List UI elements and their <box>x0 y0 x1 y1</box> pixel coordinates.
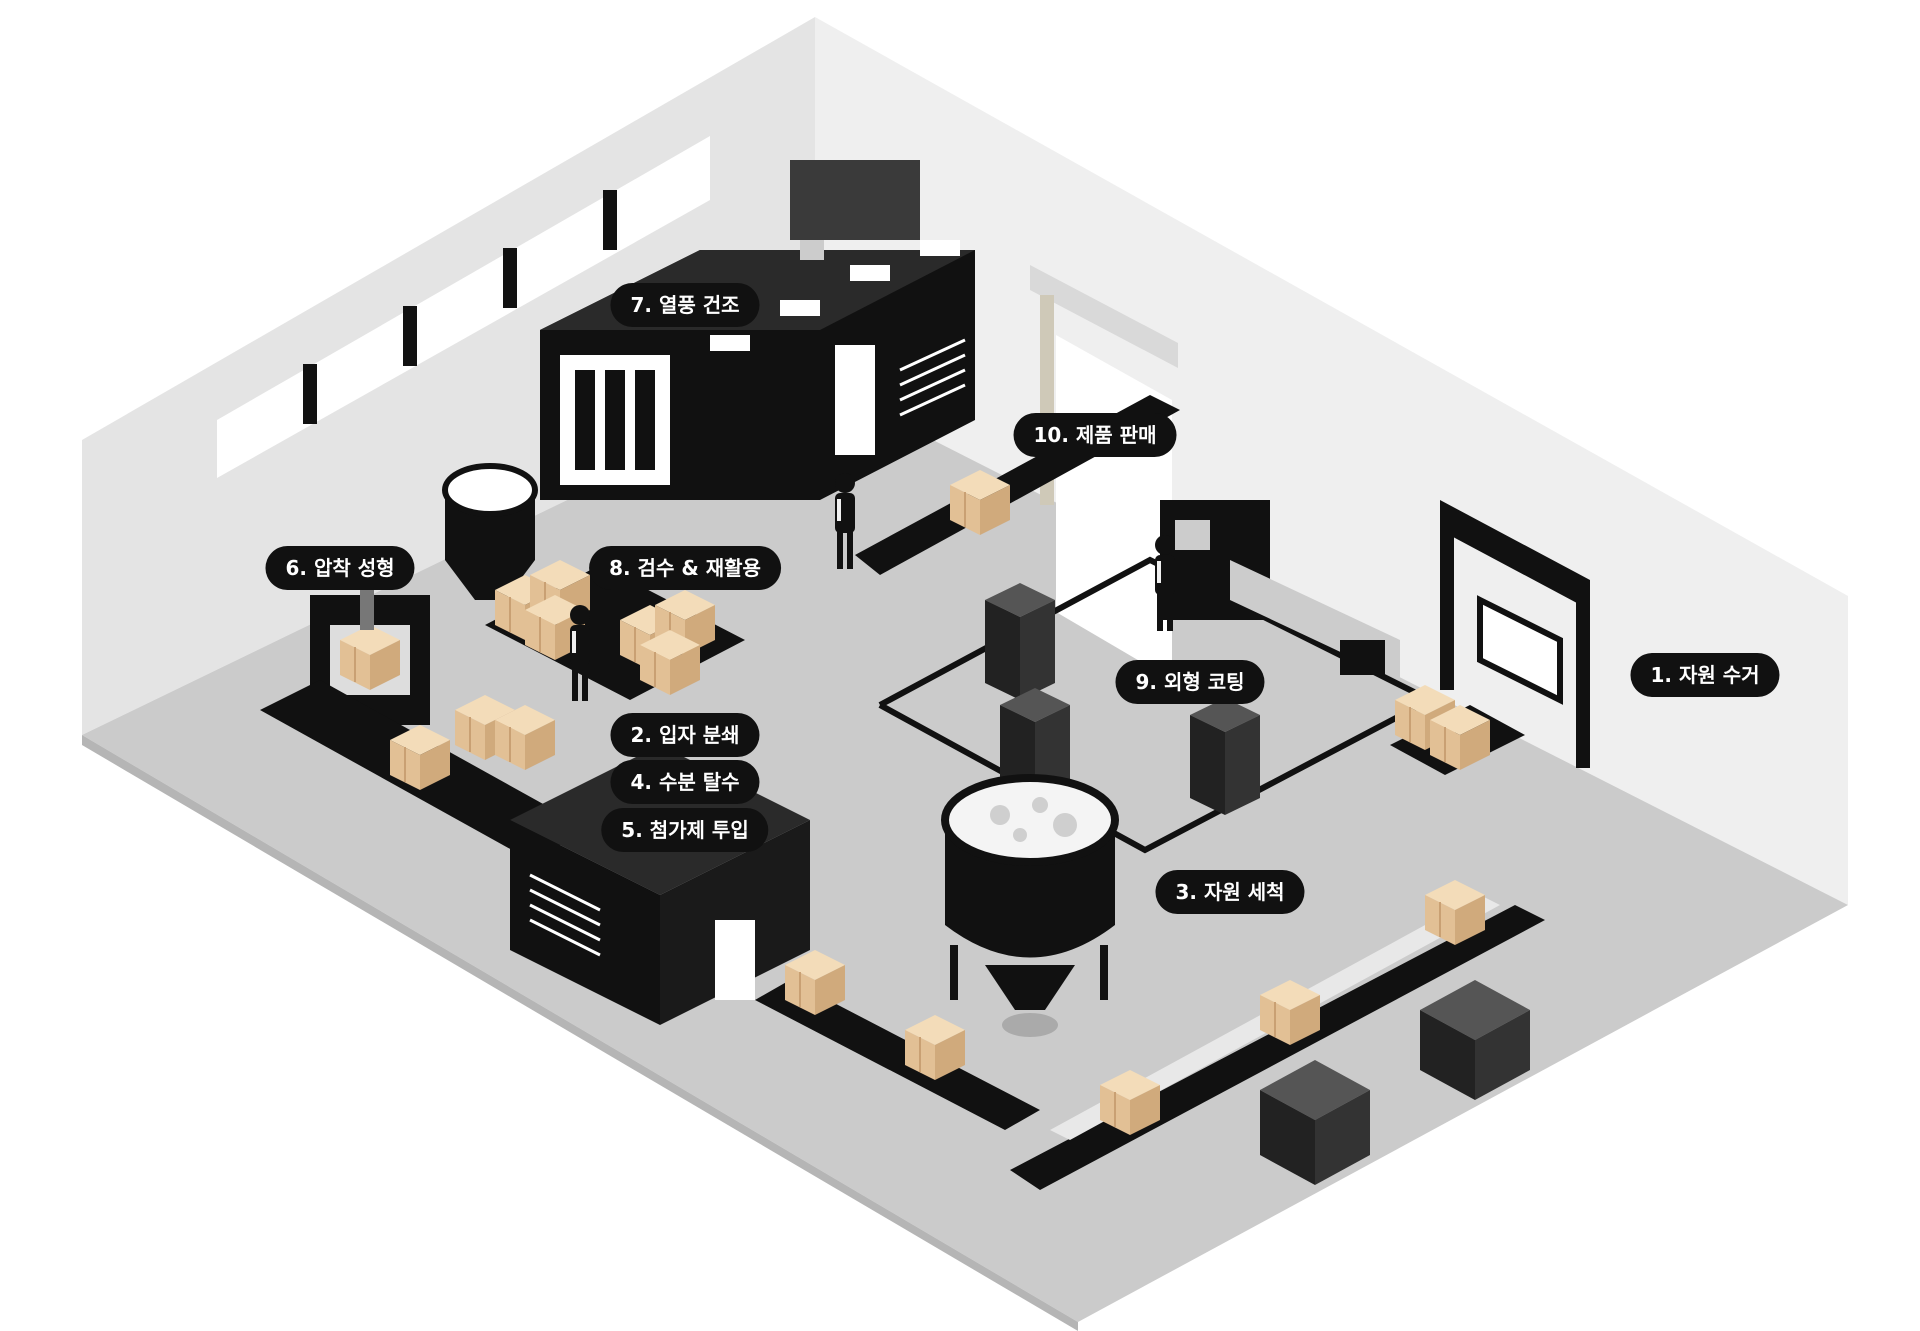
step-label-5: 5. 첨가제 투입 <box>601 808 769 852</box>
storage-cube <box>1260 980 1530 1185</box>
pallet-boxes <box>485 559 745 700</box>
front-conveyor <box>755 949 1040 1130</box>
coating-machine <box>1160 500 1400 680</box>
step-label-7: 7. 열풍 건조 <box>610 283 760 327</box>
step-label-3: 3. 자원 세척 <box>1155 870 1305 914</box>
collection-machine <box>1390 500 1590 775</box>
step-label-10: 10. 제품 판매 <box>1013 413 1177 457</box>
step-label-8: 8. 검수 & 재활용 <box>589 546 781 590</box>
left-conveyor <box>260 680 590 860</box>
washing-tank <box>941 774 1119 1037</box>
step-label-4: 4. 수분 탈수 <box>610 760 760 804</box>
step-label-6: 6. 압착 성형 <box>265 546 415 590</box>
step-label-1: 1. 자원 수거 <box>1630 653 1780 697</box>
step-label-9: 9. 외형 코팅 <box>1115 660 1265 704</box>
right-conveyor <box>1010 879 1545 1190</box>
step-label-2: 2. 입자 분쇄 <box>610 713 760 757</box>
